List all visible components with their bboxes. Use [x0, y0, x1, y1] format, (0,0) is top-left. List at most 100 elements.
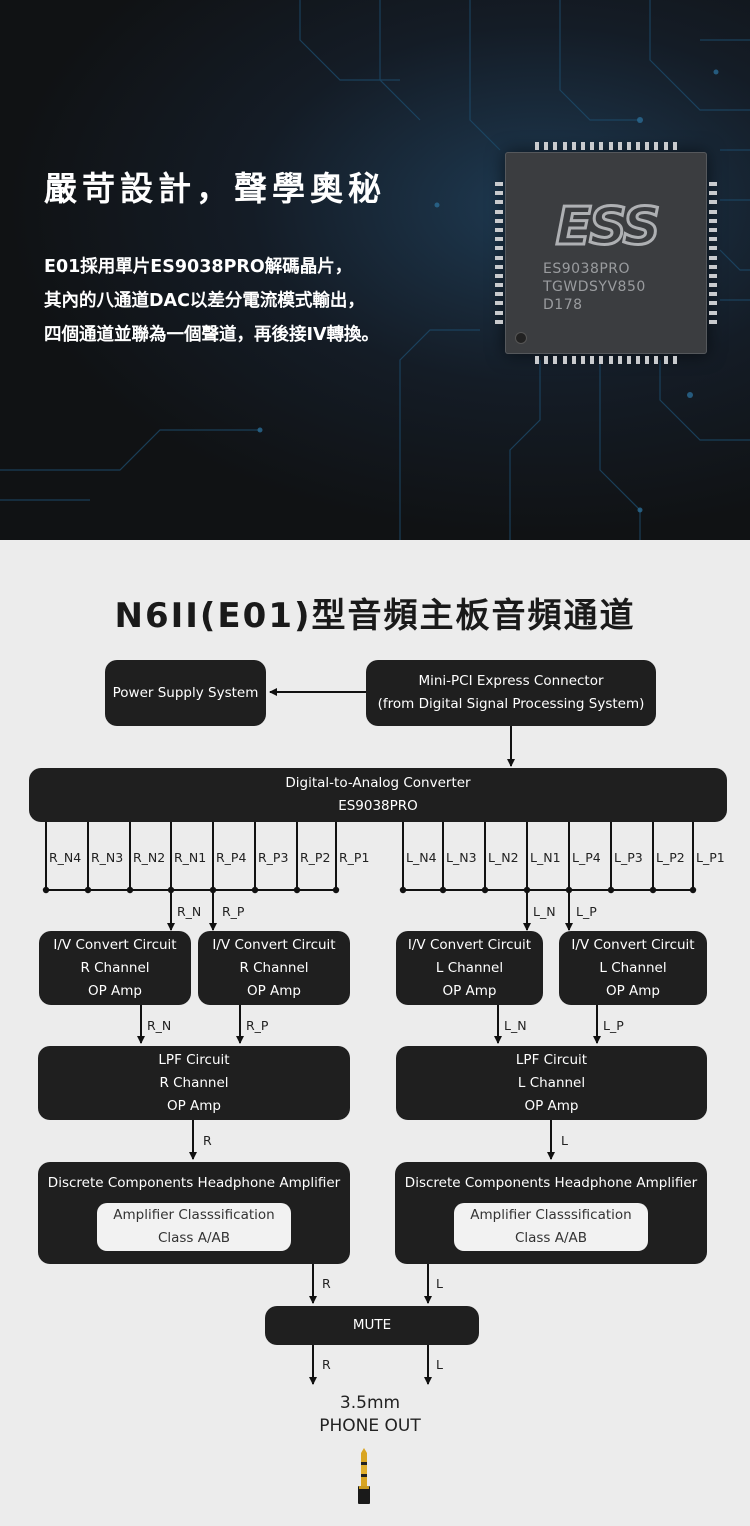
dac-pin-label: L_P3 — [614, 850, 643, 865]
chip-pin — [709, 182, 717, 186]
connector-box: Mini-PCI Express Connector (from Digital… — [366, 660, 656, 726]
dac-model: ES9038PRO — [338, 798, 418, 814]
chip-pin — [599, 142, 604, 150]
amp-l-class-box: Amplifier Classsification Class A/AB — [454, 1203, 648, 1251]
chip-pin — [672, 142, 677, 150]
chip-pin — [580, 142, 585, 150]
hero-banner: 嚴苛設計，聲學奧秘 E01採用單片ES9038PRO解碼晶片， 其內的八通道DA… — [0, 0, 750, 540]
chip-pin — [495, 273, 503, 278]
chip-pin — [654, 142, 659, 150]
iv-convert-l1-box: I/V Convert Circuit L Channel OP Amp — [396, 931, 543, 1005]
chip-pin — [617, 356, 622, 364]
chip-pin — [709, 227, 717, 232]
chip-pin — [495, 237, 503, 242]
dac-box: Digital-to-Analog Converter ES9038PRO — [29, 768, 727, 822]
amp-l-class-title: Amplifier Classsification — [470, 1207, 632, 1223]
iv-l2-out-label: L_P — [603, 1018, 624, 1033]
dac-pin-label: R_P1 — [339, 850, 370, 865]
dac-pin-lines — [45, 822, 694, 890]
mute-l-out-label: L — [436, 1357, 443, 1372]
circuit-background — [0, 0, 750, 540]
chip-pin — [553, 356, 558, 364]
chip-pin — [495, 264, 503, 269]
lpf-l-box: LPF Circuit L Channel OP Amp — [396, 1046, 707, 1120]
amp-r-class-box: Amplifier Classsification Class A/AB — [97, 1203, 291, 1251]
chip-pin — [617, 142, 622, 150]
chip-pin — [608, 356, 613, 364]
chip-pin — [645, 142, 650, 150]
lp-label: L_P — [576, 904, 597, 919]
chip-pin — [663, 142, 668, 150]
phone-out-label: 3.5mm PHONE OUT — [280, 1392, 460, 1438]
connector-label: Mini-PCI Express Connector — [418, 673, 604, 689]
iv-r2-out-label: R_P — [246, 1018, 269, 1033]
amp-l-title: Discrete Components Headphone Amplifier — [404, 1175, 698, 1191]
lpf-r-title: LPF Circuit — [158, 1051, 230, 1068]
mute-label: MUTE — [352, 1317, 392, 1333]
iv-convert-r1-box: I/V Convert Circuit R Channel OP Amp — [39, 931, 191, 1005]
dac-pin-label: L_P2 — [656, 850, 685, 865]
hero-description: E01採用單片ES9038PRO解碼晶片， 其內的八通道DAC以差分電流模式輸出… — [44, 250, 379, 352]
chip-pin — [495, 319, 503, 324]
chip-pin — [709, 319, 717, 324]
lpf-l-opamp: OP Amp — [524, 1097, 579, 1114]
rn-label: R_N — [177, 904, 202, 919]
chip-marking-line-2: TGWDSYV850 — [543, 279, 646, 295]
dac-pin-label: R_P4 — [216, 850, 247, 865]
chip-pin — [709, 246, 717, 251]
hero-line-3: 四個通道並聯為一個聲道，再後接IV轉換。 — [44, 325, 380, 345]
pin-junction-dot — [439, 886, 447, 894]
chip-pins-top — [535, 142, 677, 150]
chip-pin — [553, 142, 558, 150]
chip-pins-left — [495, 182, 503, 324]
chip-pin — [709, 264, 717, 269]
chip-pin — [709, 283, 717, 288]
chip-pin — [672, 356, 677, 364]
chip-pin — [663, 356, 668, 364]
chip-pin — [654, 356, 659, 364]
chip-pin — [495, 292, 503, 297]
pin-junction-dot — [251, 886, 259, 894]
pin-junction-dot — [481, 886, 489, 894]
chip-pin — [562, 356, 567, 364]
chip-pin — [709, 301, 717, 306]
dac-pin-label: L_N2 — [488, 850, 519, 865]
pin-junction-dot — [84, 886, 92, 894]
dac-pin-label: R_P2 — [300, 850, 331, 865]
chip-pin — [709, 255, 717, 260]
amp-r-out-label: R — [322, 1276, 331, 1291]
chip-pin — [709, 273, 717, 278]
chip-pin — [495, 310, 503, 315]
chip-pin — [571, 142, 576, 150]
dac-pin-label: L_N1 — [530, 850, 561, 865]
chip-pin — [590, 356, 595, 364]
dac-pin-label: L_P4 — [572, 850, 601, 865]
iv-l1-opamp: OP Amp — [442, 982, 497, 999]
chip-pin — [571, 356, 576, 364]
iv-convert-r2-box: I/V Convert Circuit R Channel OP Amp — [198, 931, 350, 1005]
pin-junction-dot — [649, 886, 657, 894]
pin-junction-dot — [293, 886, 301, 894]
amp-r-class-title: Amplifier Classsification — [113, 1207, 275, 1223]
lpf-r-out-label: R — [203, 1133, 212, 1148]
dac-pin-label: L_N4 — [406, 850, 437, 865]
chip-pin — [626, 142, 631, 150]
phone-out-size: 3.5mm — [339, 1393, 401, 1413]
rp-label: R_P — [222, 904, 245, 919]
chip-pin — [709, 218, 717, 223]
chip-pin — [709, 292, 717, 297]
iv-l2-title: I/V Convert Circuit — [571, 936, 695, 953]
dac-pin-label: L_P1 — [696, 850, 725, 865]
diagram-title: N6II(E01)型音頻主板音頻通道 — [114, 596, 636, 636]
iv-l1-channel: L Channel — [435, 959, 504, 976]
connector-sublabel: (from Digital Signal Processing System) — [377, 696, 645, 712]
ln-label: L_N — [533, 904, 556, 919]
lpf-r-channel: R Channel — [159, 1074, 229, 1091]
chip-pin — [636, 356, 641, 364]
chip-pin — [495, 255, 503, 260]
dac-pin-label: L_N3 — [446, 850, 477, 865]
chip-marking-line-1: ES9038PRO — [543, 261, 631, 277]
chip-pin — [495, 227, 503, 232]
chip-marking: ES9038PRO TGWDSYV850 D178 — [543, 260, 646, 314]
lpf-l-title: LPF Circuit — [515, 1051, 588, 1068]
